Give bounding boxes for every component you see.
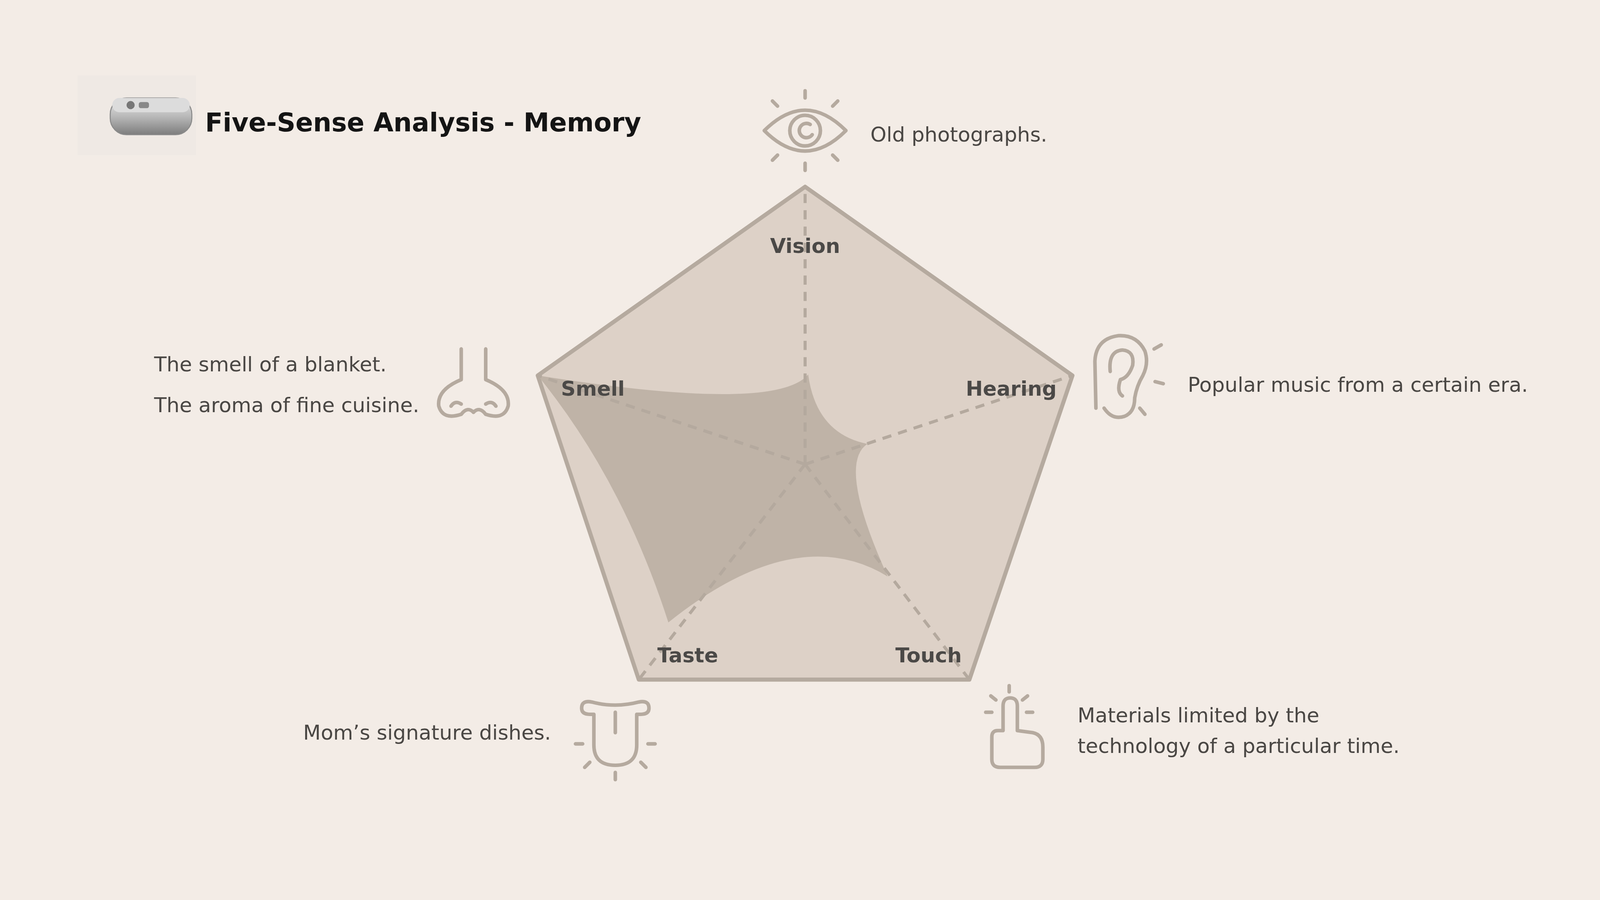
finger-icon (985, 685, 1044, 768)
radar-axes (537, 186, 1073, 680)
nose-icon (438, 349, 509, 417)
annotation: The aroma of fine cuisine. (154, 389, 420, 421)
annotation: Materials limited by the technology of a… (1077, 700, 1431, 762)
axis-label: Vision (770, 230, 841, 262)
tongue-icon (575, 701, 656, 780)
axis-label: Hearing (965, 373, 1057, 404)
annotation: Mom’s signature dishes. (303, 717, 551, 748)
annotation: Popular music from a certain era. (1187, 369, 1529, 400)
axis-label: Touch (895, 640, 962, 671)
ear-icon (1094, 335, 1164, 418)
axis-label: Smell (561, 373, 626, 404)
axis-label: Taste (657, 640, 719, 671)
page-title: Five-Sense Analysis - Memory (205, 103, 642, 142)
annotation: Old photographs. (870, 119, 1048, 150)
annotation: The smell of a blanket. (154, 349, 387, 380)
device-icon (77, 75, 197, 156)
radar-pentagon (537, 186, 1073, 680)
eye-icon (764, 90, 846, 171)
